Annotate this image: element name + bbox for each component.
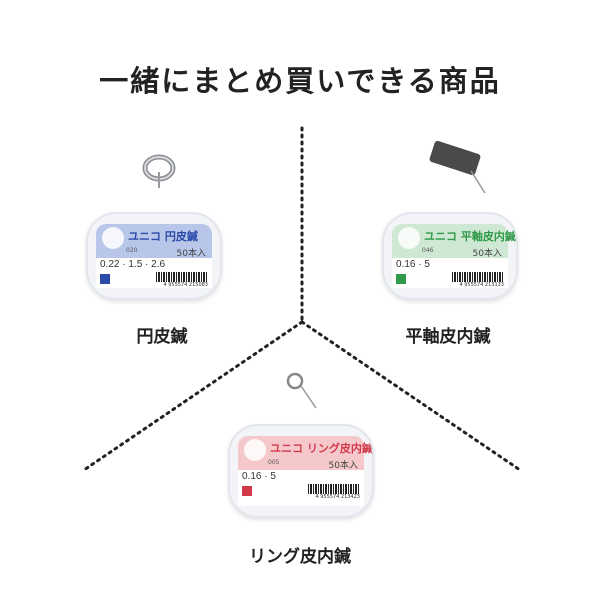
ring-press-needle-image [142,154,176,188]
divider-left [82,320,304,472]
package-code: 005 [268,459,280,466]
product-label-heijiku: 平軸皮内鍼 [405,327,491,347]
divider-right [300,320,522,472]
package-mark [242,486,252,496]
product-label-ring: リング皮内鍼 [249,547,351,567]
package-label-area: 0.16 · 5 4 955574 213133 [392,258,508,288]
package-sizes: 0.22 · 1.5 · 2.6 [100,259,166,270]
product-package-enpishin: ユニコ 円皮鍼 020 50本入 0.22 · 1.5 · 2.6 4 9555… [86,212,222,300]
package-brand: ユニコ 円皮鍼 [128,230,198,243]
product-package-heijiku: ユニコ 平軸皮内鍼 046 50本入 0.16 · 5 4 955574 213… [382,212,518,300]
package-count: 50本入 [328,461,358,471]
barcode [308,484,360,494]
package-code: 020 [126,247,138,254]
package-count: 50本入 [176,249,206,259]
package-count: 50本入 [472,249,502,259]
unico-logo [398,227,420,249]
package-label-area: 0.22 · 1.5 · 2.6 4 955574 215083 [96,258,212,288]
barcode-number: 4 955574 213133 [459,282,504,288]
flat-needle-image [429,140,486,194]
package-header: ユニコ リング皮内鍼 005 50本入 [238,436,372,471]
package-sizes: 0.16 · 5 [242,471,276,482]
barcode-number: 4 955574 215083 [163,282,208,288]
page-title: 一緒にまとめ買いできる商品 [99,64,501,98]
barcode [156,272,208,282]
package-mark [100,274,110,284]
package-brand: ユニコ リング皮内鍼 [270,442,373,455]
package-header: ユニコ 円皮鍼 020 50本入 [96,224,212,259]
barcode-number: 4 955574 213423 [315,494,360,500]
package-label-area: 0.16 · 5 4 955574 213423 [238,470,364,506]
barcode [452,272,504,282]
unico-logo [102,227,124,249]
package-code: 046 [422,247,434,254]
unico-logo [244,439,266,461]
product-package-ring: ユニコ リング皮内鍼 005 50本入 0.16 · 5 4 955574 21… [228,424,374,518]
package-mark [396,274,406,284]
ring-needle-image [286,372,317,409]
package-sizes: 0.16 · 5 [396,259,430,270]
package-brand: ユニコ 平軸皮内鍼 [424,230,516,243]
package-header: ユニコ 平軸皮内鍼 046 50本入 [392,224,516,259]
product-label-enpishin: 円皮鍼 [136,327,188,347]
